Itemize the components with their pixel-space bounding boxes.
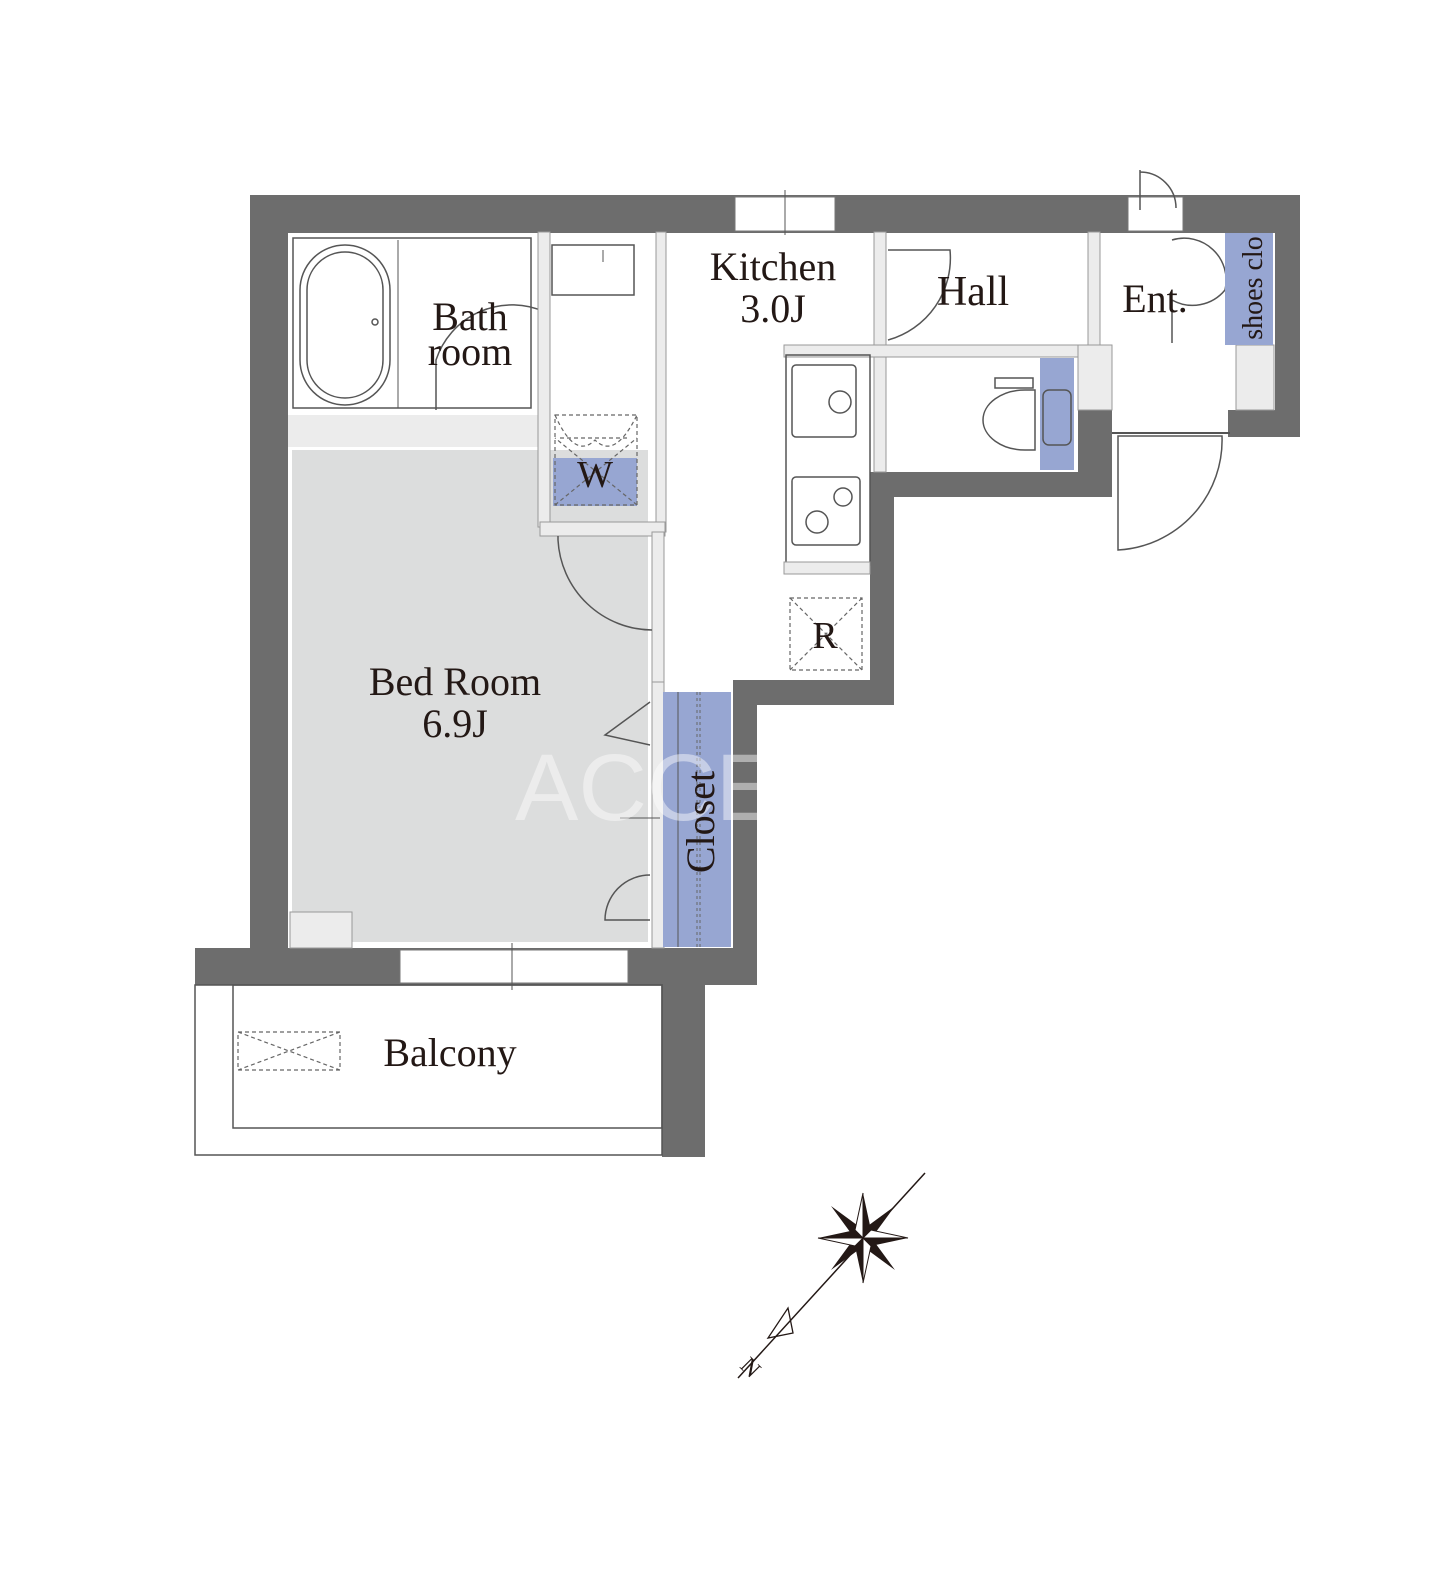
washer-outline <box>554 414 638 506</box>
bath-bedroom-partition <box>288 415 540 447</box>
washer-space <box>553 458 637 506</box>
hall-label: Hall <box>937 269 1009 315</box>
balcony-outline <box>194 984 663 1156</box>
north-label: N <box>735 1353 766 1384</box>
fridge-space <box>789 597 863 671</box>
bathroom-label-line2: room <box>428 329 512 374</box>
partitions <box>289 231 1275 949</box>
kitchen-size: 3.0J <box>740 286 806 331</box>
bedroom-size: 6.9J <box>422 701 488 746</box>
compass-rose-icon: N <box>735 1172 926 1384</box>
refrigerator-label: R <box>812 615 838 657</box>
washbasin <box>551 244 635 296</box>
shoes-closet-space <box>1225 233 1273 345</box>
walls <box>195 195 1300 1157</box>
balcony-label: Balcony <box>383 1030 516 1075</box>
toilet <box>982 358 1074 470</box>
bedroom-label: Bed Room <box>369 659 541 704</box>
closet-label: Closet <box>678 771 723 873</box>
washer-label: W <box>577 454 613 496</box>
kitchen-label: Kitchen <box>710 244 837 289</box>
watermark: ACCE <box>515 735 779 841</box>
shoes-closet-label: shoes clo <box>1238 236 1269 339</box>
bathroom-label-line1: Bath <box>432 294 508 339</box>
bathtub <box>292 237 546 410</box>
entrance-label: Ent. <box>1122 276 1188 321</box>
closet-space <box>663 692 731 947</box>
kitchen-counter <box>783 354 871 575</box>
windows <box>399 170 1184 990</box>
